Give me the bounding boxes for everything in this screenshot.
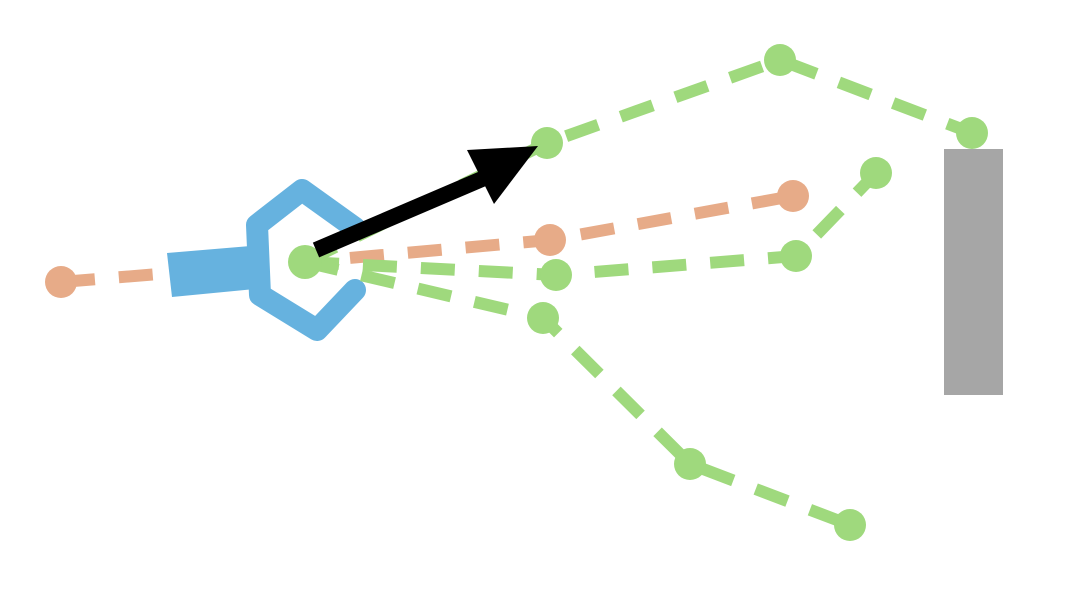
direction-arrow-head [467,146,538,204]
start-waypoint [288,245,322,279]
candidate-waypoint [956,117,988,149]
candidate-waypoint [527,302,559,334]
reference-waypoint [45,266,77,298]
candidate-waypoint [834,509,866,541]
obstacle-block [944,149,1003,395]
candidate-waypoint [540,259,572,291]
candidate-waypoint [531,127,563,159]
candidate-waypoint [674,448,706,480]
reference-waypoint [777,180,809,212]
direction-arrow [312,146,538,258]
candidate-waypoint [780,240,812,272]
gripper-fingers [246,179,366,341]
candidate-path-lower [303,256,853,531]
candidate-path-middle [304,168,881,282]
candidate-waypoint [764,44,796,76]
gripper-wrist [167,245,265,297]
candidate-waypoint [860,157,892,189]
reference-waypoint [534,224,566,256]
direction-arrow-shaft [312,165,500,258]
gripper-icon [167,179,366,341]
candidate-trajectories [288,44,988,541]
